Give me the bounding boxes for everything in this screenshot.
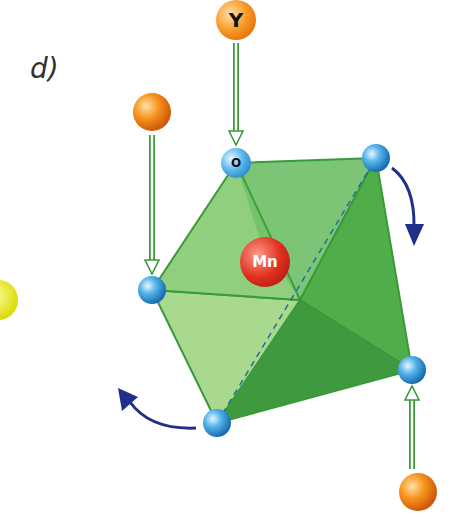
oxygen-spheres <box>138 144 426 437</box>
octahedron-faces <box>152 158 412 423</box>
hidden-edge <box>217 158 376 423</box>
neighbor-sphere <box>0 280 18 320</box>
bond-arrows <box>145 135 419 469</box>
bond-arrow <box>229 43 243 145</box>
arrow-shaft-inner <box>235 43 238 133</box>
panel-label: d) <box>30 52 59 85</box>
neighbor-cations <box>133 93 437 511</box>
arrow-head <box>229 131 243 145</box>
rotation-arrowheads <box>118 224 424 411</box>
cation-sphere: Y <box>216 0 256 40</box>
rotation-arrows <box>130 168 414 428</box>
oxygen-sphere: O <box>221 148 251 178</box>
atom-symbol: Mn <box>252 255 278 270</box>
atom-symbol: O <box>231 157 241 169</box>
atom-symbol: Y <box>229 10 243 30</box>
arrow-shaft <box>233 43 239 133</box>
manganese-sphere: Mn <box>240 237 290 287</box>
